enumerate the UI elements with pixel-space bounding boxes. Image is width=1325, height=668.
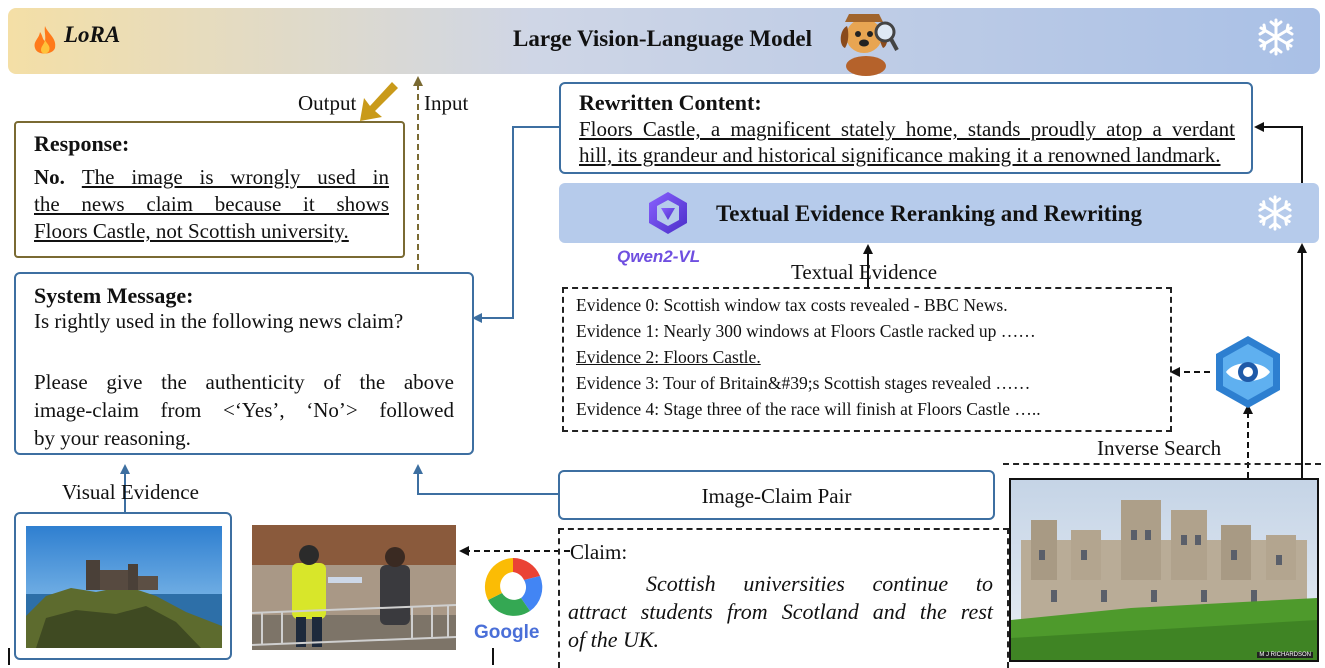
castle-photo: M J RICHARDSON (1009, 478, 1319, 662)
response-text-2: the news claim because it shows (34, 192, 389, 216)
castle-dash-top (1003, 463, 1321, 467)
output-label: Output (298, 91, 357, 115)
system-line-2: Please give the authenticity of the abov… (34, 370, 454, 394)
detective-dog-icon (833, 8, 899, 76)
bracket-right (492, 648, 494, 665)
fire-icon (30, 24, 60, 58)
evidence-item-1: Evidence 1: Nearly 300 windows at Floors… (576, 321, 1036, 341)
system-message-box: System Message: Is rightly used in the f… (14, 272, 474, 455)
evidence-item-2: Evidence 2: Floors Castle. (576, 347, 761, 367)
evidence-list-box: Evidence 0: Scottish window tax costs re… (562, 287, 1172, 432)
input-label: Input (424, 91, 469, 115)
inverse-search-label: Inverse Search (1097, 436, 1222, 460)
lora-label: LoRA (64, 22, 121, 47)
lvlm-title: Large Vision-Language Model (512, 26, 812, 51)
snowflake-icon (1256, 17, 1296, 57)
snowflake-icon (1256, 194, 1294, 232)
textual-evidence-label: Textual Evidence (791, 260, 938, 284)
lvlm-bar (8, 8, 1320, 74)
evidence-item-3: Evidence 3: Tour of Britain&#39;s Scotti… (576, 373, 1031, 393)
claim-box: Claim: Scottish universities continue to… (558, 528, 1009, 668)
visual-evidence-label: Visual Evidence (62, 480, 199, 504)
system-line-1: Is rightly used in the following news cl… (34, 309, 404, 333)
eye-search-icon (1212, 334, 1284, 410)
rewritten-content-box: Rewritten Content: Floors Castle, a magn… (559, 82, 1253, 174)
reranker-title: Textual Evidence Reranking and Rewriting (716, 201, 1142, 226)
bracket-left (8, 648, 10, 665)
response-answer: No. (34, 165, 65, 189)
qwen-logo-icon (645, 190, 691, 236)
system-line-4: by your reasoning. (34, 426, 191, 450)
claim-line-1: Scottish universities continue to (646, 571, 993, 596)
system-title: System Message: (34, 283, 194, 308)
response-title: Response: (34, 131, 130, 156)
response-line-1: No. The image is wrongly used in (34, 165, 389, 190)
system-line-3: image-claim from <‘Yes’, ‘No’> followed (34, 398, 454, 422)
image-claim-pair-label: Image-Claim Pair (701, 484, 852, 508)
response-text-1: The image is wrongly used in (81, 165, 390, 189)
claim-photo (252, 525, 456, 650)
response-text-3: Floors Castle, not Scottish university. (34, 219, 349, 243)
google-logo-icon (480, 554, 546, 620)
claim-label: Claim: (570, 540, 628, 564)
google-label: Google (474, 622, 540, 643)
qwen-label: Qwen2-VL (617, 247, 701, 266)
evidence-item-0: Evidence 0: Scottish window tax costs re… (576, 295, 1008, 315)
response-box: Response: No. The image is wrongly used … (14, 121, 405, 258)
rewritten-title: Rewritten Content: (579, 90, 762, 115)
image-claim-pair-box: Image-Claim Pair (558, 470, 995, 520)
claim-line-2: attract students from Scotland and the r… (568, 599, 993, 624)
rewritten-line-1: Floors Castle, a magnificent stately hom… (579, 117, 1235, 141)
claim-line-3: of the UK. (568, 627, 660, 652)
visual-evidence-frame (14, 512, 232, 660)
photo-credit: M J RICHARDSON (1257, 652, 1313, 658)
cliff-castle-photo (26, 526, 222, 648)
evidence-item-4: Evidence 4: Stage three of the race will… (576, 399, 1041, 419)
rewritten-line-2: hill, its grandeur and historical signif… (579, 143, 1221, 167)
